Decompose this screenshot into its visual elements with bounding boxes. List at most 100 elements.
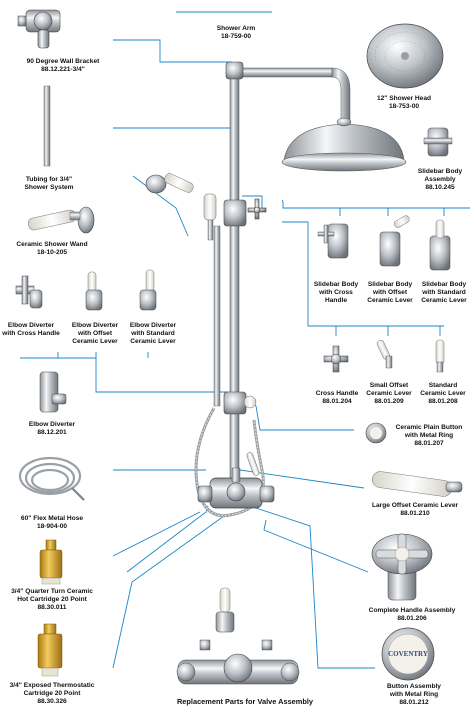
large-offset-sku: 88.01.210 [400,510,430,517]
button-logo-text: COVENTRY [388,650,428,658]
elbow-cross-name-2: with Cross Handle [2,330,60,337]
elbow-offset-name-2: with Offset [77,330,113,337]
label-shower-head: 12" Shower Head 18-753-00 [362,95,446,111]
hot-cartridge-sku: 88.30.011 [37,604,67,611]
shower-head-name: 12" Shower Head [376,95,432,102]
standard-lever-name-2: Ceramic Lever [420,390,466,397]
hot-cartridge-image [39,539,63,585]
tubing-name-2: Shower System [24,184,74,191]
small-offset-name: Small Offset [369,382,409,389]
label-tubing: Tubing for 3/4" Shower System [0,176,98,192]
small-offset-name-2: Ceramic Lever [366,390,412,397]
wall-bracket-image [17,9,61,49]
label-cross-handle: Cross Handle 88.01.204 [312,390,362,406]
elbow-cross-name: Elbow Diverter [7,322,55,329]
slidebar-body-assembly-image [423,127,453,157]
label-standard-lever: Standard Ceramic Lever 88.01.208 [418,382,468,406]
complete-handle-sku: 88.01.206 [397,615,427,622]
label-slidebar-standard: Slidebar Body with Standard Ceramic Leve… [416,281,472,305]
large-offset-lever-image [372,471,463,497]
slidebar-bodies-image [317,215,451,271]
label-button-assembly: Button Assembly with Metal Ring 88.01.21… [376,683,452,707]
handheld-shower-image [145,173,194,194]
button-assembly-name: Button Assembly [387,683,441,690]
tubing-image [43,85,51,167]
label-hot-cartridge: 3/4" Quarter Turn Ceramic Hot Cartridge … [0,588,104,612]
cross-handle-sku: 88.01.204 [322,398,352,405]
slidebar-offset-name-3: Ceramic Lever [367,297,413,304]
label-elbow-offset: Elbow Diverter with Offset Ceramic Lever [64,322,126,346]
label-elbow-standard: Elbow Diverter with Standard Ceramic Lev… [122,322,184,346]
label-ceramic-wand: Ceramic Shower Wand 18-10-205 [4,241,100,257]
metal-hose-name: 60" Flex Metal Hose [20,515,84,522]
slidebar-body-name: Slidebar Body [417,168,463,175]
slidebar-offset-name: Slidebar Body [367,281,413,288]
shower-head-sku: 18-753-00 [388,103,420,110]
cross-handle-name: Cross Handle [315,390,359,397]
label-complete-handle: Complete Handle Assembly 88.01.206 [356,607,468,623]
large-offset-name: Large Offset Ceramic Lever [371,502,459,509]
thermo-cartridge-sku: 88.30.326 [37,698,67,705]
button-assembly-image: COVENTRY [381,627,435,681]
button-assembly-sku: 88.01.212 [399,699,429,706]
metal-hose-sku: 18-904-00 [36,523,68,530]
label-wall-bracket: 90 Degree Wall Bracket 88.12.221-3/4" [8,58,118,74]
label-elbow-cross: Elbow Diverter with Cross Handle [0,322,62,338]
thermo-cartridge-image [37,623,63,677]
complete-handle-image [371,533,433,601]
elbow-diverters-image [15,269,157,311]
label-elbow-diverter: Elbow Diverter 88.12.201 [4,421,100,437]
slidebar-cross-name: Slidebar Body [313,281,359,288]
thermo-cartridge-name-2: Cartridge 20 Point [23,690,81,697]
slidebar-body-sku: 88.10.245 [425,184,455,191]
shower-assembly [194,61,407,518]
elbow-standard-name-2: with Standard [131,330,175,337]
plain-button-sku: 88.01.207 [414,440,444,447]
elbow-standard-name: Elbow Diverter [129,322,177,329]
wall-bracket-sku: 88.12.221-3/4" [41,66,85,73]
shower-arm-sku: 18-759-00 [220,33,252,40]
elbow-diverter-image [39,371,67,413]
slidebar-standard-name-3: Ceramic Lever [421,297,467,304]
hot-cartridge-name: 3/4" Quarter Turn Ceramic [11,588,93,595]
slidebar-cross-name-2: with Cross [319,289,353,296]
label-slidebar-cross: Slidebar Body with Cross Handle [308,281,364,305]
label-slidebar-offset: Slidebar Body with Offset Ceramic Lever [362,281,418,305]
button-assembly-name-2: with Metal Ring [389,691,439,698]
slidebar-cross-name-3: Handle [325,297,347,304]
label-large-offset: Large Offset Ceramic Lever 88.01.210 [360,502,470,518]
label-thermo-cartridge: 3/4" Exposed Thermostatic Cartridge 20 P… [0,682,104,706]
slidebar-standard-name-2: with Standard [422,289,466,296]
slidebar-body-name-2: Assembly [424,176,456,183]
slidebar-standard-name: Slidebar Body [421,281,467,288]
elbow-offset-name-3: Ceramic Lever [72,338,118,345]
plain-button-name: Ceramic Plain Button [395,424,463,431]
complete-handle-name: Complete Handle Assembly [368,607,456,614]
plain-button-name-2: with Metal Ring [404,432,454,439]
slidebar-offset-name-2: with Offset [372,289,408,296]
standard-lever-sku: 88.01.208 [428,398,458,405]
label-metal-hose: 60" Flex Metal Hose 18-904-00 [2,515,102,531]
label-small-offset: Small Offset Ceramic Lever 88.01.209 [364,382,414,406]
wall-bracket-name: 90 Degree Wall Bracket [26,58,100,65]
ceramic-wand-image [27,206,95,234]
shower-arm-name: Shower Arm [216,25,256,32]
shower-head-image [366,23,444,89]
elbow-diverter-sku: 88.12.201 [37,429,67,436]
ceramic-wand-name: Ceramic Shower Wand [16,241,88,248]
hot-cartridge-name-2: Hot Cartridge 20 Point [17,596,87,603]
plain-button-image [365,422,387,444]
label-shower-arm: Shower Arm 18-759-00 [200,25,272,41]
small-offset-sku: 88.01.209 [374,398,404,405]
elbow-diverter-name: Elbow Diverter [28,421,76,428]
ceramic-wand-sku: 18-10-205 [36,249,68,256]
standard-lever-name: Standard [428,382,458,389]
elbow-standard-name-3: Ceramic Lever [130,338,176,345]
label-plain-button: Ceramic Plain Button with Metal Ring 88.… [386,424,472,448]
tubing-name: Tubing for 3/4" [25,176,73,183]
handles-image [323,339,445,373]
valve-parts-image [176,587,300,685]
elbow-offset-name: Elbow Diverter [71,322,119,329]
diagram-title: Replacement Parts for Valve Assembly [176,697,314,706]
